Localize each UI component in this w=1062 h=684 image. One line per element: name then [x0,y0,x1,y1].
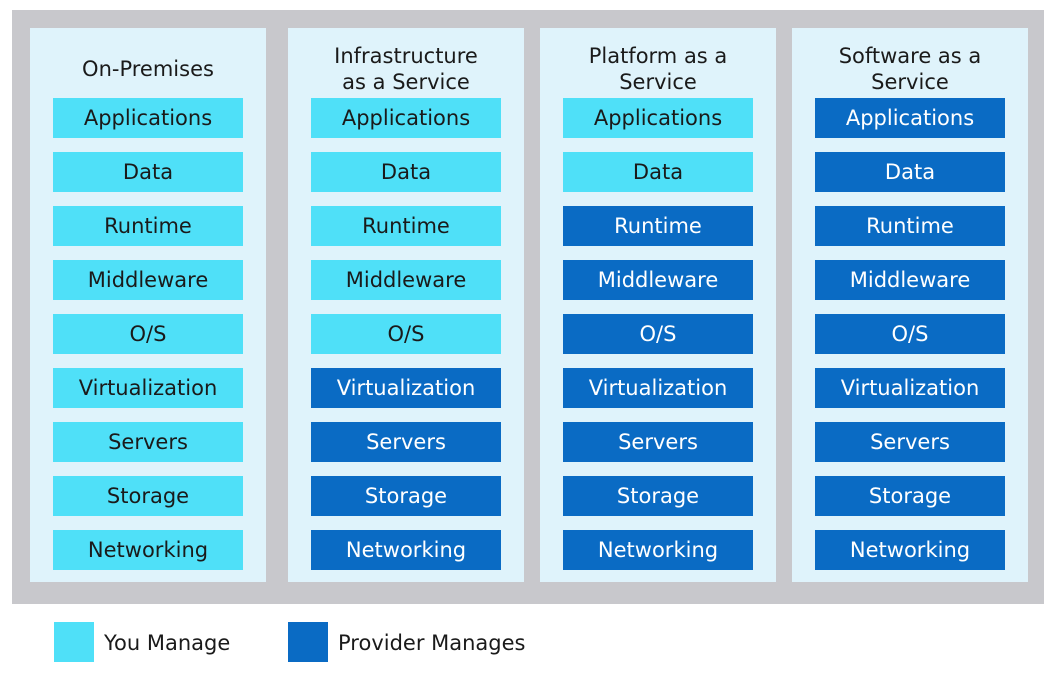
layer-servers: Servers [815,422,1005,462]
layer-middleware: Middleware [815,260,1005,300]
column-title: Infrastructure as a Service [334,44,478,94]
layer-applications: Applications [53,98,243,138]
layer-storage: Storage [815,476,1005,516]
layer-runtime: Runtime [311,206,501,246]
layer-middleware: Middleware [311,260,501,300]
layer-middleware: Middleware [563,260,753,300]
layer-virtualization: Virtualization [815,368,1005,408]
column-title: Software as a Service [838,44,982,94]
layer-networking: Networking [53,530,243,570]
legend-swatch-provider-manages [288,622,328,662]
layer-runtime: Runtime [53,206,243,246]
layer-middleware: Middleware [53,260,243,300]
column-title: Platform as a Service [588,44,728,94]
layer-virtualization: Virtualization [311,368,501,408]
layer-networking: Networking [563,530,753,570]
layer-networking: Networking [311,530,501,570]
layer-data: Data [311,152,501,192]
layer-servers: Servers [563,422,753,462]
layer-virtualization: Virtualization [53,368,243,408]
legend-label-provider-manages: Provider Manages [338,631,526,655]
layer-applications: Applications [563,98,753,138]
legend-swatch-you-manage [54,622,94,662]
layer-data: Data [563,152,753,192]
layer-data: Data [815,152,1005,192]
column-title: On-Premises [82,57,214,81]
layer-o-s: O/S [563,314,753,354]
layer-storage: Storage [563,476,753,516]
layer-applications: Applications [311,98,501,138]
layer-networking: Networking [815,530,1005,570]
layer-storage: Storage [53,476,243,516]
layer-runtime: Runtime [815,206,1005,246]
layer-runtime: Runtime [563,206,753,246]
layer-servers: Servers [53,422,243,462]
layer-virtualization: Virtualization [563,368,753,408]
layer-data: Data [53,152,243,192]
layer-o-s: O/S [53,314,243,354]
layer-servers: Servers [311,422,501,462]
layer-storage: Storage [311,476,501,516]
layer-o-s: O/S [815,314,1005,354]
layer-o-s: O/S [311,314,501,354]
column-iaas: Infrastructure as a Service Applications… [288,28,524,582]
legend-label-you-manage: You Manage [104,631,231,655]
layer-applications: Applications [815,98,1005,138]
